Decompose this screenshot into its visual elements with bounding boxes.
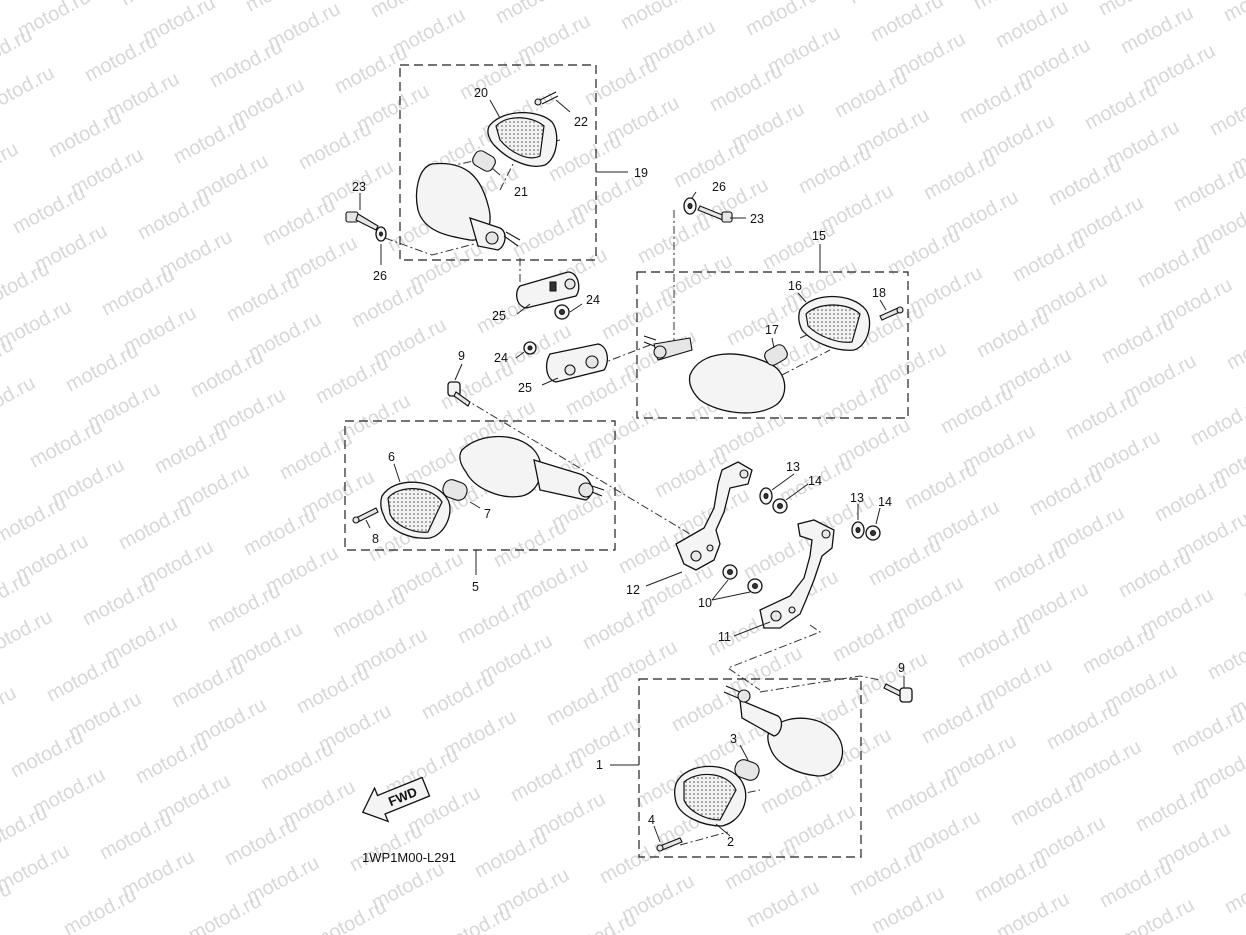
group-box-5 [344, 420, 616, 551]
callout-9-lower: 9 [898, 661, 905, 675]
turn-signal-assembly-1 [674, 685, 844, 827]
callout-26-right: 26 [712, 180, 726, 194]
callout-22: 22 [574, 115, 588, 129]
screw-23-right [697, 205, 733, 223]
callout-14-upper: 14 [808, 474, 822, 488]
bolt-9-upper [447, 381, 471, 407]
rubber-mount-25-lower [545, 343, 609, 383]
turn-signal-assembly-19 [415, 91, 559, 251]
screw-23-left [345, 211, 379, 231]
callout-9-upper: 9 [458, 349, 465, 363]
group-box-1 [638, 678, 862, 858]
callout-12: 12 [626, 583, 640, 597]
callout-15: 15 [812, 229, 826, 243]
washer-13-lower [851, 521, 865, 539]
turn-signal-assembly-5 [380, 435, 605, 539]
callout-16: 16 [788, 279, 802, 293]
callout-17: 17 [765, 323, 779, 337]
callout-21: 21 [514, 185, 528, 199]
nut-24-lower [523, 341, 537, 355]
bracket-12 [675, 461, 753, 571]
callout-13-lower: 13 [850, 491, 864, 505]
callout-14-lower: 14 [878, 495, 892, 509]
callout-26-left: 26 [373, 269, 387, 283]
callout-20: 20 [474, 86, 488, 100]
bracket-11 [759, 519, 835, 629]
group-box-15 [636, 271, 909, 419]
callout-4: 4 [648, 813, 655, 827]
callout-19: 19 [634, 166, 648, 180]
callout-11: 11 [718, 630, 731, 644]
bolt-9-lower [883, 683, 913, 703]
callout-labels: 20 22 19 21 23 26 26 23 15 16 18 17 24 2… [352, 86, 905, 849]
callout-1: 1 [596, 758, 603, 772]
nut-24-upper [554, 304, 570, 320]
washer-13-upper [759, 487, 773, 505]
callout-25-upper: 25 [492, 309, 506, 323]
callout-24-upper: 24 [586, 293, 600, 307]
leader-lines [359, 99, 905, 843]
screw-8 [352, 507, 379, 524]
callout-10: 10 [698, 596, 712, 610]
fwd-arrow: FWD [361, 776, 431, 823]
callout-7: 7 [484, 507, 491, 521]
rubber-mount-25-upper [515, 271, 580, 309]
callout-2: 2 [727, 835, 734, 849]
washer-26-right [683, 197, 697, 215]
callout-13-upper: 13 [786, 460, 800, 474]
callout-6: 6 [388, 450, 395, 464]
screw-18 [879, 306, 904, 321]
callout-18: 18 [872, 286, 886, 300]
callout-23-right: 23 [750, 212, 764, 226]
callout-25-lower: 25 [518, 381, 532, 395]
callout-3: 3 [730, 732, 737, 746]
washer-26-left [375, 226, 387, 242]
callout-5: 5 [472, 580, 479, 594]
diagram-code: 1WP1M00-L291 [362, 850, 456, 865]
turn-signal-assembly-15 [643, 295, 871, 414]
callout-8: 8 [372, 532, 379, 546]
group-box-19 [399, 64, 597, 261]
nut-14-upper [772, 498, 788, 514]
nut-14-lower [865, 525, 881, 541]
callout-23-left: 23 [352, 180, 366, 194]
screw-4 [656, 837, 683, 852]
callout-24-lower: 24 [494, 351, 508, 365]
nuts-10 [722, 564, 763, 594]
